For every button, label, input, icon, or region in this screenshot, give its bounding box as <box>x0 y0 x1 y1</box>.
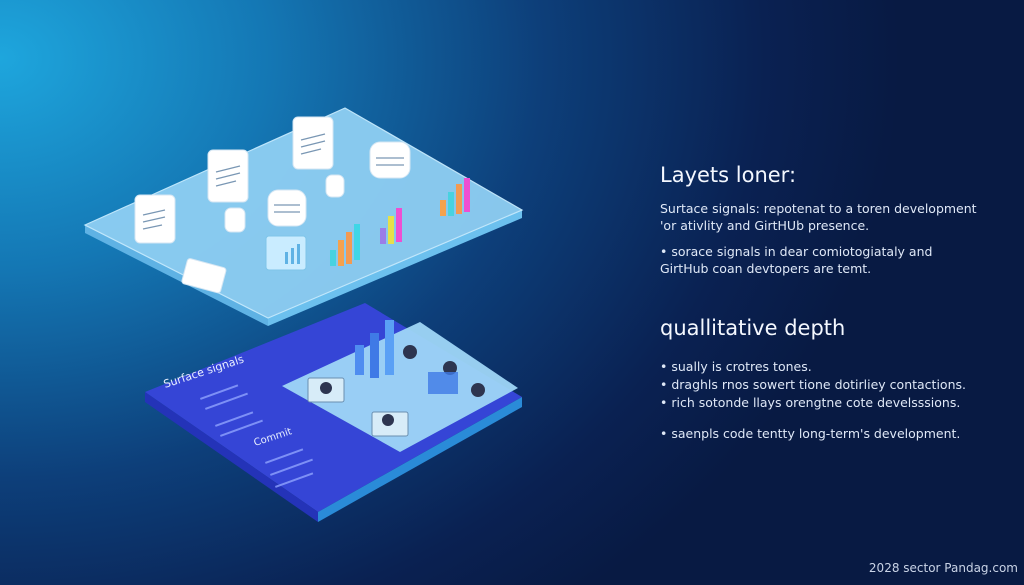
section1-paragraph: Surtace signals: repotenat to a toren de… <box>660 201 977 233</box>
bottom-plate: Surface signals Commit <box>145 303 522 522</box>
dashboard-icon <box>265 235 307 271</box>
top-plate <box>83 107 524 326</box>
bar-chart-icon <box>355 320 394 378</box>
layered-platform-illustration: Surface signals Commit <box>83 107 524 522</box>
section2-bullet: • draghls rnos sowert tione dotirliey co… <box>660 377 966 392</box>
footer-credit: 2028 sector Pandag.com <box>868 561 1018 575</box>
bottom-plate-side-left <box>145 392 318 522</box>
inner-panel <box>282 322 518 452</box>
bar-chart-icon <box>330 178 470 266</box>
section2-title: quallitative depth <box>660 316 846 340</box>
person-laptop-icon <box>307 345 485 437</box>
bottom-plate-text-lines <box>200 384 314 488</box>
section2-bullet: • saenpls code tentty long-term's develo… <box>660 426 961 441</box>
database-icon <box>181 141 411 294</box>
section2-bullet: • sually is crotres tones. <box>660 359 812 374</box>
document-lines <box>142 133 404 230</box>
section2-bullet: • rich sotonde llays orengtne cote devel… <box>660 395 961 410</box>
section1-bullet: • sorace signals in dear comiotogiataly … <box>660 244 933 276</box>
document-icon <box>134 116 334 244</box>
section1-title: Layets loner: <box>660 163 797 187</box>
bottom-plate-side-right <box>318 397 522 522</box>
